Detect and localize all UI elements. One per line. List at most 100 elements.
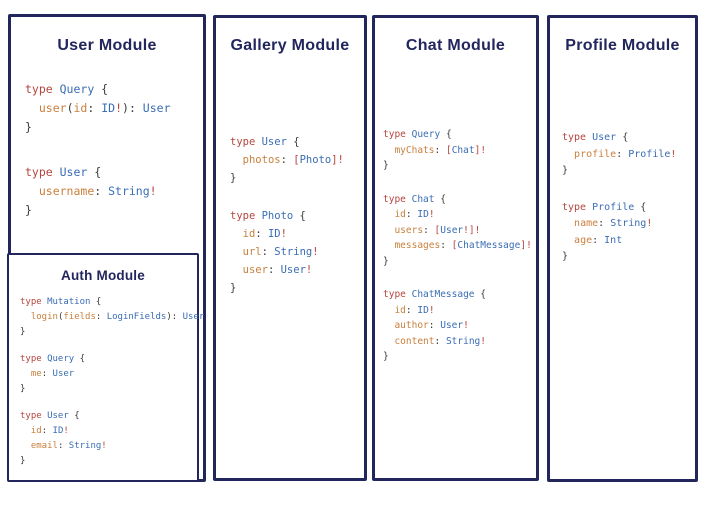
code-token: ( [57,312,64,322]
code-line: } [383,158,536,174]
code-token: user [38,101,67,115]
code-token: : [428,320,441,331]
code-token: { [434,193,446,205]
code-token [383,225,394,236]
code-token: [ [445,144,452,156]
code-line: type Profile { [562,200,695,217]
code-token: } [230,172,237,184]
code-token: id [394,304,406,316]
code-token: ID [417,304,429,316]
code-token: Photo [299,154,332,166]
code-token: { [286,136,300,148]
code-line: profile: Profile! [562,147,695,164]
code-line: type Photo { [230,207,364,225]
code-token: id [30,426,42,436]
code-line: me: User [20,367,197,382]
code-token [20,369,31,379]
module-title-user: User Module [57,37,157,54]
code-token: email [30,441,58,451]
code-line: login(fields: LoginFields): User [20,310,204,325]
code-token: : [405,209,418,220]
code-token [25,184,39,198]
code-line: user: User! [230,261,364,279]
code-token: type [562,132,593,143]
code-token: [ [434,224,441,236]
code-token: type [25,82,60,96]
code-token: ID [101,101,116,115]
code-line: users: [User!]! [383,223,536,239]
code-token: author [394,320,429,331]
code-token: : [261,246,275,258]
code-token [562,235,574,246]
module-title-chat: Chat Module [405,37,506,54]
code-line: myChats: [Chat]! [383,143,536,159]
code-token: profile [574,148,617,160]
code-token: type [383,289,412,300]
code-token [230,228,243,240]
code-token: type [20,354,48,364]
module-chat: Chat Module type Query { myChats: [Chat]… [372,15,539,481]
code-token: type [562,201,593,213]
code-token: } [383,351,389,362]
code-token: } [562,165,569,176]
code-token: name [574,218,599,229]
code-token: User [261,136,287,148]
code-token: : [598,218,611,229]
code-token: Query [59,82,95,96]
module-title-gallery: Gallery Module [230,37,350,54]
code-token [383,145,394,156]
code-token: String [274,246,313,258]
code-token: ChatMessage [457,240,521,251]
code-token: me [30,369,42,379]
code-token: login [30,312,58,322]
code-token: } [25,203,32,217]
code-token: ! [101,441,107,451]
code-token: ID [417,209,429,220]
code-token: String [610,218,647,229]
code-token: type [230,210,262,222]
code-token: : [592,234,605,246]
code-line: type Mutation { [20,295,197,310]
code-token: type [230,136,262,148]
code-token: photos [242,154,281,166]
code-line: type Query { [20,352,197,367]
code-token: String [108,184,150,198]
code-token: ! [149,184,157,198]
code-token: } [230,282,237,294]
code-line: id: ID! [383,207,536,223]
code-token: ! [480,144,487,156]
module-auth: Auth Module type Mutation { login(fields… [7,253,204,482]
code-token: ! [474,224,481,236]
module-title-auth: Auth Module [61,268,145,283]
code-token: User [47,411,69,421]
code-token: User [142,101,171,115]
code-token: fields [63,312,96,322]
code-token: username [38,184,95,198]
code-line: type User { [230,133,364,151]
code-token: User [592,132,617,143]
code-token [20,312,31,322]
code-token [383,305,394,316]
code-token: : [41,369,53,379]
code-token: type [25,165,60,179]
code-line: } [20,325,197,340]
code-token: ChatMessage [411,289,475,300]
code-block: type Query { user(id: ID!): User} [25,80,203,137]
code-token: : [41,426,53,436]
code-token: LoginFields [106,312,167,322]
code-area-user: type Query { user(id: ID!): User}type Us… [25,80,203,220]
code-block: type Photo { id: ID! url: String! user: … [230,207,364,297]
code-token: ): [122,101,143,115]
code-token: } [20,384,26,394]
code-token: : [95,312,107,322]
code-token: User [182,312,205,322]
code-line: type User { [20,409,197,424]
code-token: : [434,335,446,347]
code-token: ! [305,264,313,276]
code-token: Mutation [47,297,91,307]
code-token: ! [280,228,287,240]
code-token: { [90,297,102,307]
code-line: } [25,201,203,220]
code-token: ! [428,304,435,316]
code-line: type Query { [25,80,203,99]
